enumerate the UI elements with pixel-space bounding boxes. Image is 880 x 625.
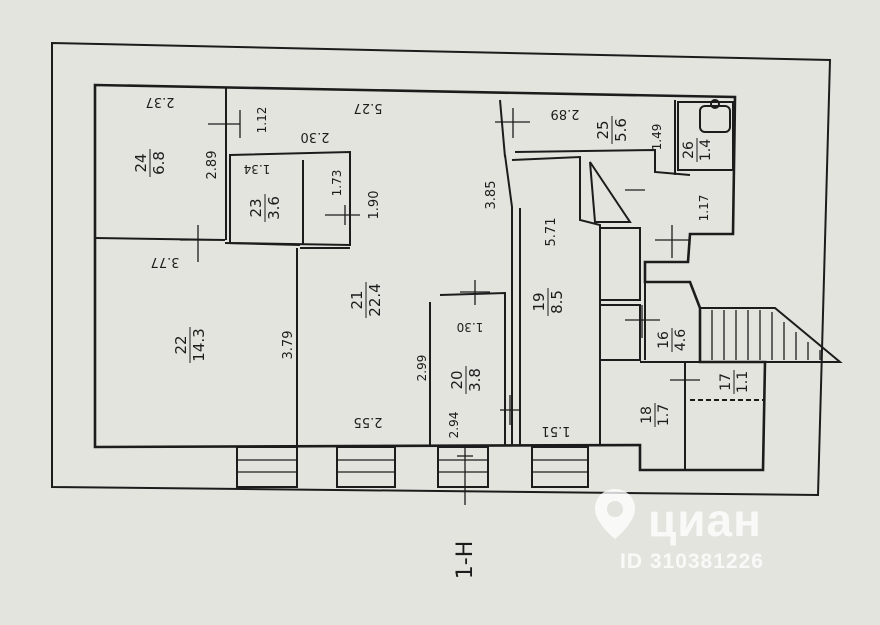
interior-wall xyxy=(504,154,513,445)
room-area: 3.8 xyxy=(466,368,484,392)
interior-wall xyxy=(229,150,351,247)
room-label: 25 5.6 xyxy=(594,116,630,144)
window xyxy=(336,446,396,488)
dimension-label: 5.27 xyxy=(354,100,383,115)
dimension-label: 1.51 xyxy=(542,423,571,438)
room-number: 26 xyxy=(681,141,697,159)
location-pin-icon xyxy=(595,489,635,539)
dimension-label: 1.30 xyxy=(457,320,484,334)
dimension-label: 2.37 xyxy=(146,94,175,109)
room-label: 21 22.4 xyxy=(348,282,384,318)
interior-wall xyxy=(600,304,641,361)
section-mark: 1-Н xyxy=(453,541,478,579)
room-number: 24 xyxy=(132,153,150,172)
dimension-label: 1.49 xyxy=(650,124,664,151)
watermark-logo xyxy=(585,483,645,543)
interior-wall xyxy=(224,242,301,246)
bathroom-fixture xyxy=(710,99,720,109)
room-label: 26 1.4 xyxy=(681,138,714,162)
watermark-brand: циан xyxy=(648,494,762,546)
room-number: 20 xyxy=(448,370,466,389)
dimension-label: 5.71 xyxy=(544,218,559,247)
window xyxy=(531,446,589,488)
room-label: 16 4.6 xyxy=(656,328,689,352)
room-area: 6.8 xyxy=(150,151,168,175)
room-area: 14.3 xyxy=(190,328,208,361)
interior-wall xyxy=(499,99,506,158)
room-area: 1.7 xyxy=(656,404,672,426)
dimension-label: 1.12 xyxy=(255,107,269,134)
dimension-label: 2.89 xyxy=(205,151,220,180)
room-area: 3.6 xyxy=(265,196,283,220)
room-number: 23 xyxy=(247,198,265,217)
room-number: 18 xyxy=(639,406,655,424)
room-number: 22 xyxy=(172,335,190,354)
room-area: 8.5 xyxy=(548,290,566,314)
room-area: 22.4 xyxy=(366,283,384,316)
room-number: 16 xyxy=(656,331,672,349)
dimension-label: 2.94 xyxy=(447,412,461,439)
room-label: 18 1.7 xyxy=(639,403,672,427)
dimension-label: 3.77 xyxy=(151,254,180,269)
room-label: 17 1.1 xyxy=(718,370,751,394)
interior-wall xyxy=(439,291,506,445)
dimension-label: 1.90 xyxy=(367,191,382,220)
window xyxy=(437,446,489,488)
room-number: 19 xyxy=(530,292,548,311)
room-label: 19 8.5 xyxy=(530,288,566,316)
room-label: 22 14.3 xyxy=(172,327,208,363)
interior-wall xyxy=(589,161,632,223)
dimension-label: 2.55 xyxy=(354,414,383,429)
room-label: 23 3.6 xyxy=(247,194,283,222)
watermark-id: ID 310381226 xyxy=(620,550,764,573)
dimension-label: 2.99 xyxy=(415,355,429,382)
dimension-label: 1.17 xyxy=(697,195,711,222)
room-area: 1.1 xyxy=(735,371,751,393)
room-number: 25 xyxy=(594,120,612,139)
exterior-wall xyxy=(93,83,767,472)
dimension-label: 3.79 xyxy=(281,331,296,360)
room-number: 17 xyxy=(718,373,734,391)
room-area: 1.4 xyxy=(698,139,714,161)
dimension-label: 2.30 xyxy=(301,129,330,144)
outer-boundary xyxy=(51,41,832,497)
bathroom-fixture xyxy=(699,105,731,133)
room-label: 20 3.8 xyxy=(448,366,484,394)
dimension-label: 1.73 xyxy=(330,170,344,197)
room-area: 5.6 xyxy=(612,118,630,142)
interior-wall xyxy=(511,155,601,445)
interior-wall xyxy=(600,227,641,301)
dimension-label: 1.34 xyxy=(244,162,271,176)
room-number: 21 xyxy=(348,290,366,309)
room-area: 4.6 xyxy=(673,329,689,351)
dimension-label: 2.89 xyxy=(551,106,580,121)
bathroom-fixture xyxy=(677,101,734,171)
window xyxy=(236,446,298,488)
dimension-label: 3.85 xyxy=(484,181,499,210)
interior-wall xyxy=(514,148,691,176)
staircase xyxy=(699,307,843,363)
room-label: 24 6.8 xyxy=(132,149,168,177)
